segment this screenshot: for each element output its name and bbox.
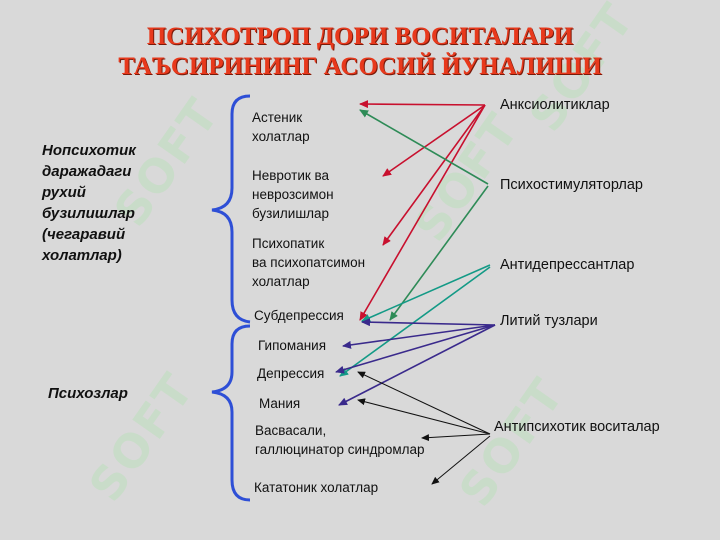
- state-neurotic: Невротик ва неврозсимон бузилишлар: [252, 168, 334, 221]
- arrow-anxiolytics-asthenic: [359, 100, 486, 109]
- arrow-antidepressants-subdepression: [361, 264, 491, 322]
- state-asthenic: Астеник холатлар: [252, 110, 310, 144]
- title-line-2: ТАЪСИРИНИНГ АСОСИЙ ЙУНАЛИШИ: [118, 53, 602, 80]
- arrow-anxiolytics-subdepression: [359, 104, 486, 321]
- arrow-lithium-hypomania: [342, 324, 496, 349]
- state-catatonic: Кататоник холатлар: [254, 480, 379, 495]
- arrow-antidepressants-depression: [339, 266, 491, 377]
- arrows-antidepressants: [339, 264, 491, 377]
- state-hypomania: Гипомания: [258, 338, 327, 353]
- arrows-lithium: [335, 318, 496, 406]
- state-psychopathic: Психопатик ва психопатсимон холатлар: [252, 236, 366, 289]
- drug-psychostimulants: Психостимуляторлар: [500, 177, 643, 193]
- arrows-antipsychotics: [357, 371, 491, 485]
- drug-anxiolytics: Анксиолитиклар: [500, 97, 610, 113]
- page-title: ПСИХОТРОП ДОРИ ВОСИТАЛАРИ ТАЪСИРИНИНГ АС…: [0, 22, 720, 82]
- title-line-1: ПСИХОТРОП ДОРИ ВОСИТАЛАРИ: [146, 23, 574, 50]
- arrow-antipsychotics-delusional: [421, 433, 491, 442]
- arrow-antipsychotics-depression: [357, 371, 491, 435]
- state-mania: Мания: [259, 396, 301, 411]
- drug-lithium: Литий тузлари: [500, 313, 598, 329]
- drug-antidepressants: Антидепрессантлар: [500, 257, 635, 273]
- arrow-anxiolytics-neurotic: [382, 104, 486, 177]
- arrow-antipsychotics-mania: [357, 398, 491, 435]
- arrow-antipsychotics-catatonic: [431, 435, 491, 485]
- state-subdepression: Субдепрессия: [254, 308, 344, 323]
- arrows-anxiolytics: [359, 100, 486, 321]
- arrow-lithium-subdepression: [361, 318, 496, 327]
- arrow-psychostimulants-subdepression: [389, 185, 489, 321]
- arrow-lithium-mania: [338, 324, 496, 406]
- arrow-psychostimulants-asthenic: [359, 109, 489, 185]
- group-nonpsychotic: Нопсихотик даражадаги рухий бузилишлар (…: [42, 142, 136, 264]
- arrows-psychostimulants: [359, 109, 489, 321]
- arrow-anxiolytics-psychopathic: [382, 104, 486, 246]
- brace-nonpsychotic: [211, 94, 251, 324]
- state-delusional: Васвасали, галлюцинатор синдромлар: [255, 423, 425, 457]
- group-psychoses: Психозлар: [48, 385, 128, 402]
- state-depression: Депрессия: [257, 366, 325, 381]
- brace-psychoses: [211, 324, 251, 502]
- arrow-lithium-depression: [335, 324, 496, 374]
- drug-antipsychotics: Антипсихотик воситалар: [494, 419, 660, 435]
